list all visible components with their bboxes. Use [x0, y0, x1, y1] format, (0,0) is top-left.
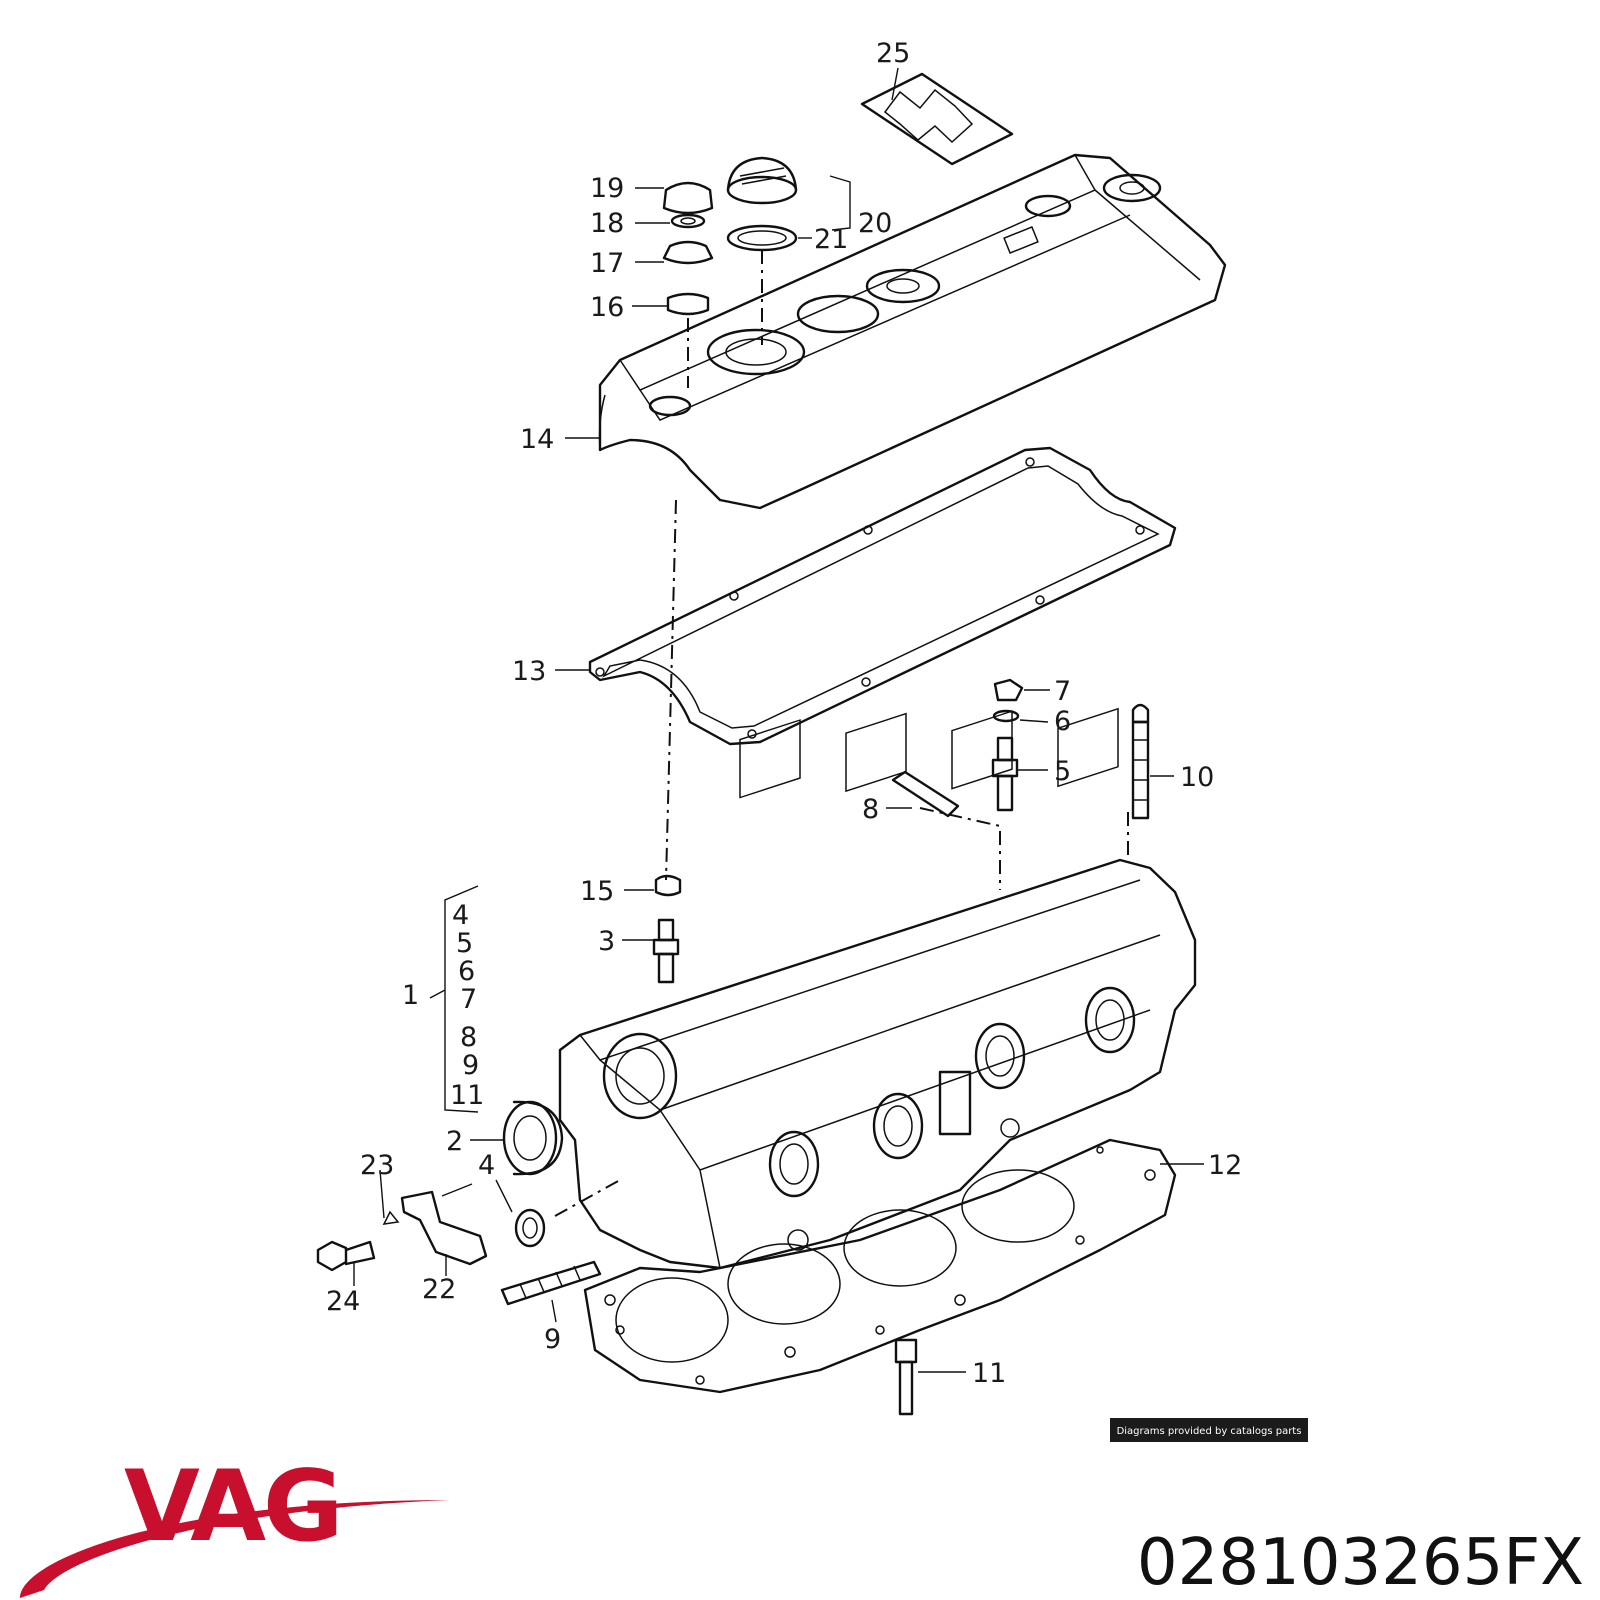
- callout-label: 11: [450, 1080, 484, 1111]
- callout-label: 23: [360, 1150, 394, 1181]
- callout-label: 8: [460, 1022, 477, 1053]
- vag-logo: VAG: [20, 1450, 450, 1598]
- diagram-credit: Diagrams provided by catalogs parts: [1110, 1418, 1308, 1442]
- callout-label: 13: [512, 656, 546, 687]
- callout-label: 19: [590, 173, 624, 204]
- callout-label: 14: [520, 424, 554, 455]
- callout-label: 11: [972, 1358, 1006, 1389]
- callout-label: 4: [452, 900, 469, 931]
- callout-label: 24: [326, 1286, 360, 1317]
- callout-label: 15: [580, 876, 614, 907]
- small-fasteners: [652, 678, 1150, 984]
- callout-label: 12: [1208, 1150, 1242, 1181]
- emblem-plate: [860, 72, 1014, 166]
- callout-label: 4: [478, 1150, 495, 1181]
- callout-label: 5: [1054, 756, 1071, 787]
- callout-label: 9: [544, 1324, 561, 1355]
- cylinder-head-cover: [598, 153, 1227, 510]
- callout-label: 16: [590, 292, 624, 323]
- callout-label: 9: [462, 1050, 479, 1081]
- callout-label: 6: [1054, 706, 1071, 737]
- group-bracket: [429, 885, 479, 1113]
- cylinder-head: [558, 707, 1197, 1270]
- callout-label: 7: [1054, 676, 1071, 707]
- credit-text: Diagrams provided by catalogs parts: [1117, 1426, 1302, 1437]
- leader-lines: [353, 67, 1204, 1373]
- callout-label: 20: [858, 208, 892, 239]
- callout-label: 18: [590, 208, 624, 239]
- cover-gasket: [588, 446, 1177, 746]
- callout-label: 6: [458, 956, 475, 987]
- callout-label: 1: [402, 980, 419, 1011]
- callout-label: 3: [598, 926, 615, 957]
- oil-filler-cap: [726, 156, 798, 252]
- callout-label: 5: [456, 928, 473, 959]
- callout-label: 2: [446, 1126, 463, 1157]
- callout-label: 7: [460, 984, 477, 1015]
- callout-label: 8: [862, 794, 879, 825]
- callout-label: 22: [422, 1274, 456, 1305]
- head-gasket: [583, 1138, 1177, 1394]
- callout-label: 10: [1180, 762, 1214, 793]
- callout-label: 17: [590, 248, 624, 279]
- part-number: 028103265FX: [1137, 1526, 1584, 1600]
- callout-label: 21: [814, 224, 848, 255]
- lower-fasteners: [316, 1100, 918, 1416]
- callout-labels: 25 19 18 17 16 20 21 14 13 7 6 5 10 8 15…: [326, 38, 1242, 1389]
- assembly-line: [554, 1179, 621, 1217]
- assembly-line: [665, 499, 677, 881]
- callout-label: 25: [876, 38, 910, 69]
- assembly-line: [919, 807, 1001, 890]
- breather-cap-stack: [662, 181, 714, 316]
